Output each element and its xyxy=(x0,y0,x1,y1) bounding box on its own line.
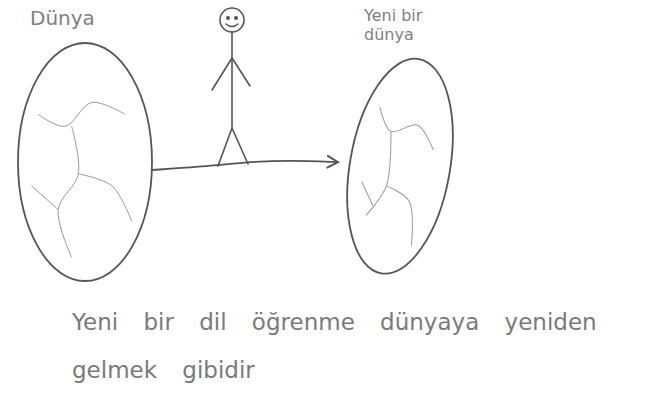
oval-outline xyxy=(14,6,156,284)
figure-smile xyxy=(226,24,238,27)
crack-line xyxy=(377,186,421,246)
oval-outline xyxy=(346,6,454,278)
oval-border xyxy=(332,50,468,282)
crack-line xyxy=(366,130,396,218)
figure-legs xyxy=(218,128,248,166)
crack-line xyxy=(58,126,79,257)
figure-body xyxy=(231,32,233,128)
walk-arrow xyxy=(152,161,338,170)
world-oval: Dünya xyxy=(14,6,156,284)
caption-text: Yeni bir dil öğrenme dünyaya yeniden gel… xyxy=(72,298,657,394)
figure-eye xyxy=(227,17,229,19)
crack-line xyxy=(38,102,125,126)
crack-line xyxy=(78,174,132,222)
figure-eye xyxy=(235,17,237,19)
world-label: Dünya xyxy=(14,6,156,30)
world-label: Yeni bir dünya xyxy=(346,6,454,44)
figure-arms xyxy=(212,58,250,90)
figure-head xyxy=(220,8,244,32)
oval-border xyxy=(18,43,152,281)
crack-line xyxy=(31,186,58,210)
world-oval: Yeni bir dünya xyxy=(346,6,454,278)
crack-line xyxy=(358,182,377,206)
crack-line xyxy=(374,107,439,150)
